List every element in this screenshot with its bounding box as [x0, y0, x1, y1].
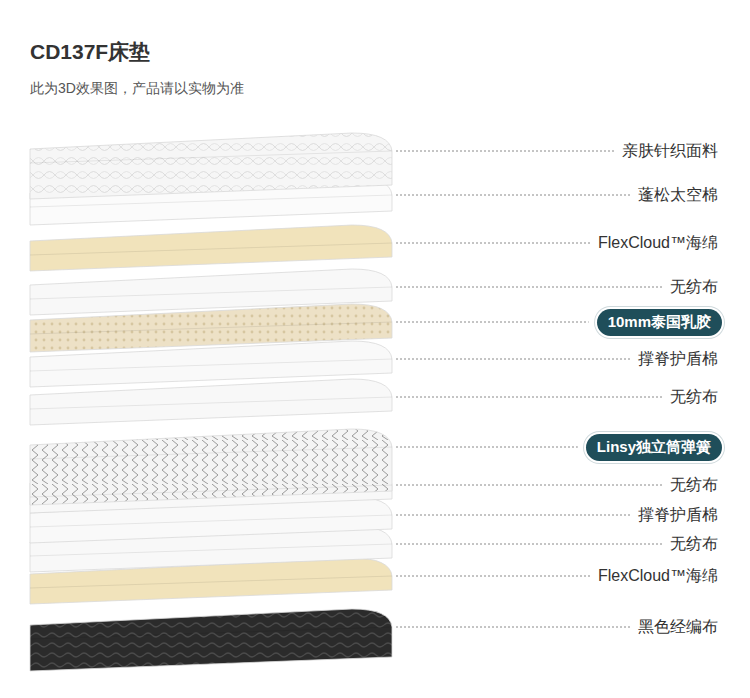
diagram-title: CD137F床垫 [30, 38, 150, 66]
layer-edge [30, 359, 392, 371]
layer-edge [30, 485, 392, 497]
leader-line [396, 544, 664, 545]
layer-label: FlexCloud™海绵 [598, 233, 718, 254]
layer-label: 无纺布 [670, 534, 718, 555]
layer-label: 无纺布 [670, 387, 718, 408]
highlight-pill: Linsy独立筒弹簧 [586, 434, 722, 461]
layer-edge [30, 243, 392, 255]
leader-line [396, 322, 589, 323]
leader-line [396, 243, 592, 244]
mattress-layer [30, 269, 392, 315]
diagram-caption: 此为3D效果图，产品请以实物为准 [30, 80, 244, 98]
leader-line [396, 359, 632, 360]
layer-label: 黑色经编布 [638, 617, 718, 638]
layer-edge [30, 287, 392, 299]
leader-line [396, 151, 616, 152]
layer-edge [30, 544, 392, 556]
leader-line [396, 515, 632, 516]
leader-line [396, 447, 578, 448]
layer-label: 亲肤针织面料 [622, 141, 718, 162]
layer-label: 无纺布 [670, 475, 718, 496]
layer-label: 撑脊护盾棉 [638, 505, 718, 526]
layer-edge [30, 447, 392, 459]
layer-label: 蓬松太空棉 [638, 185, 718, 206]
layer-edge [30, 576, 392, 588]
mattress-layer [30, 609, 392, 671]
mattress-layer [30, 429, 392, 505]
leader-line [396, 287, 664, 288]
layer-edge [30, 515, 392, 527]
leader-line [396, 576, 592, 577]
layer-label: 撑脊护盾棉 [638, 349, 718, 370]
layer-edge [30, 151, 392, 163]
leader-line [396, 195, 632, 196]
layer-label: 无纺布 [670, 277, 718, 298]
layer-edge [30, 322, 392, 334]
highlight-pill: 10mm泰国乳胶 [597, 309, 722, 336]
leader-line [396, 485, 664, 486]
layer-edge [30, 195, 392, 207]
layer-edge [30, 627, 392, 639]
pill-text: Linsy独立筒弹簧 [597, 438, 711, 455]
leader-line [396, 627, 632, 628]
pill-text: 10mm泰国乳胶 [608, 313, 711, 330]
mattress-layer [30, 379, 392, 425]
mattress-layer [30, 133, 392, 199]
layer-label: FlexCloud™海绵 [598, 566, 718, 587]
mattress-layer [30, 225, 392, 271]
layer-edge [30, 397, 392, 409]
leader-line [396, 397, 664, 398]
